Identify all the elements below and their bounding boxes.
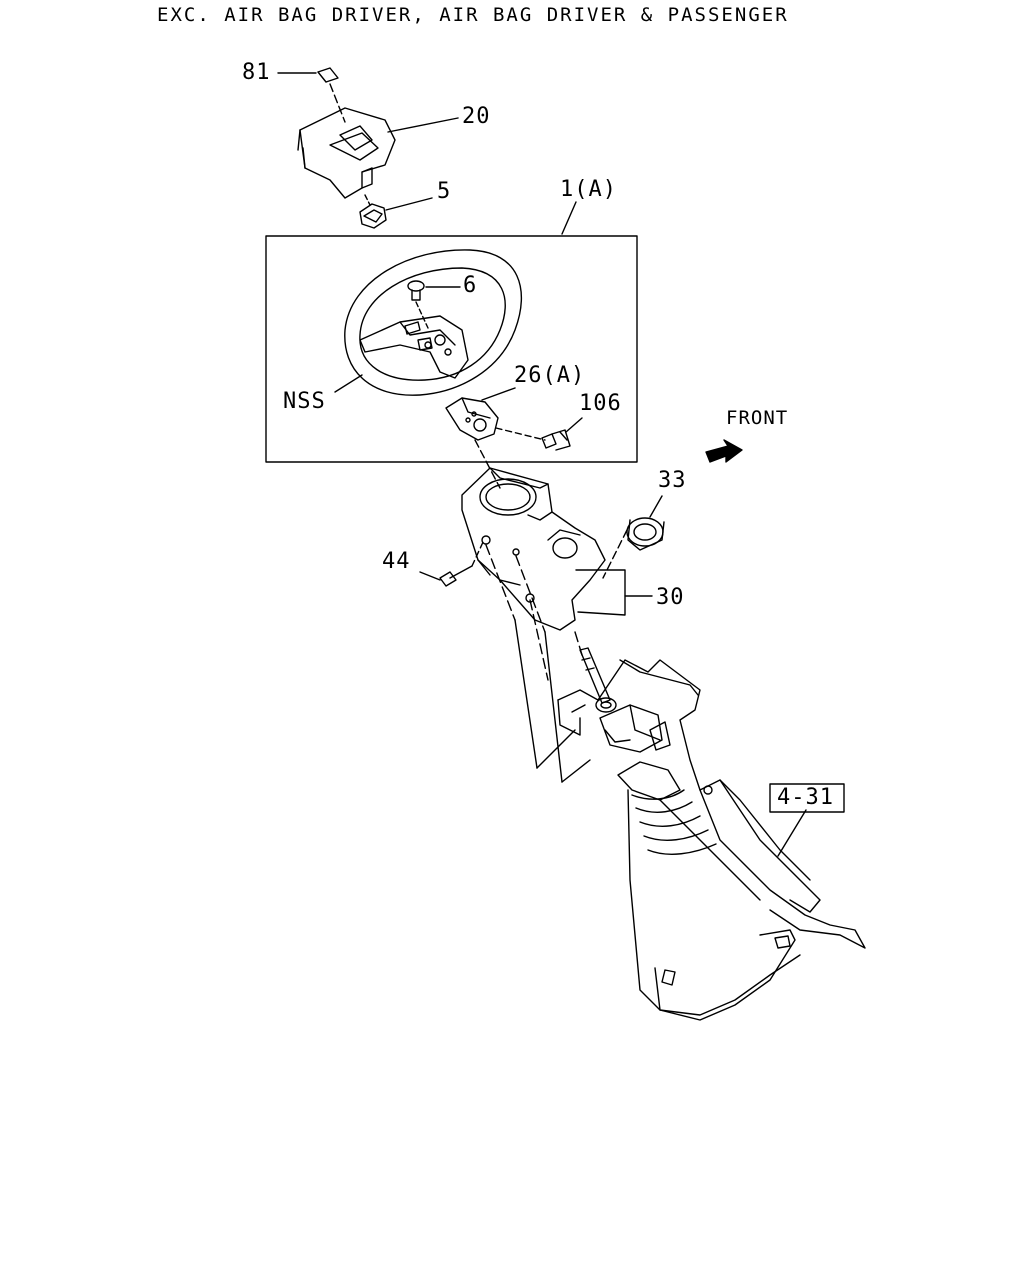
front-arrow: [706, 440, 742, 462]
leader-26a: [482, 388, 515, 400]
dash-33: [603, 530, 627, 578]
page-title: EXC. AIR BAG DRIVER, AIR BAG DRIVER & PA…: [157, 4, 789, 26]
leader-nss: [335, 375, 362, 392]
leader-20: [388, 118, 458, 132]
steering-column-assembly: [558, 648, 865, 1020]
part-106-bolt: [542, 430, 570, 450]
part-81-clip: [318, 68, 338, 82]
projection-frame: [515, 620, 590, 782]
callout-30: 30: [656, 585, 685, 610]
part-5-nut: [360, 204, 386, 228]
ref-box-4-31: [770, 784, 844, 812]
dash-6: [416, 302, 428, 328]
leader-30: [576, 570, 625, 615]
leader-5: [386, 198, 432, 210]
leader-44: [420, 572, 440, 580]
callout-nss: NSS: [283, 389, 326, 414]
part-20-horn-cover: [298, 108, 395, 198]
dash-44: [472, 540, 484, 566]
callout-5: 5: [437, 179, 452, 204]
box-1a: [266, 236, 637, 462]
leader-4-31: [778, 810, 806, 856]
callout-106: 106: [579, 391, 622, 416]
part-33-switch: [627, 518, 664, 550]
dash-81: [330, 84, 345, 122]
front-label: FRONT: [726, 407, 789, 429]
callout-20: 20: [462, 104, 491, 129]
callout-81: 81: [242, 60, 271, 85]
part-26a-bracket: [446, 398, 498, 440]
part-6-screw: [408, 281, 424, 300]
ref-label-4-31[interactable]: 4-31: [777, 785, 834, 810]
callout-33: 33: [658, 468, 687, 493]
leader-33: [650, 496, 662, 517]
dash-5: [365, 195, 370, 205]
part-30-column-cover: [462, 468, 605, 630]
callout-26a: 26(A): [514, 363, 586, 388]
steering-wheel: [345, 250, 522, 395]
dash-wheel-column: [475, 440, 500, 488]
dash-26a-106: [496, 428, 545, 440]
leader-1a: [562, 202, 576, 234]
callout-44: 44: [382, 549, 411, 574]
leader-106: [566, 418, 582, 432]
callout-6: 6: [463, 273, 478, 298]
part-44-screw: [440, 566, 472, 586]
callout-1a: 1(A): [560, 177, 617, 202]
projection-lines: [486, 545, 582, 680]
